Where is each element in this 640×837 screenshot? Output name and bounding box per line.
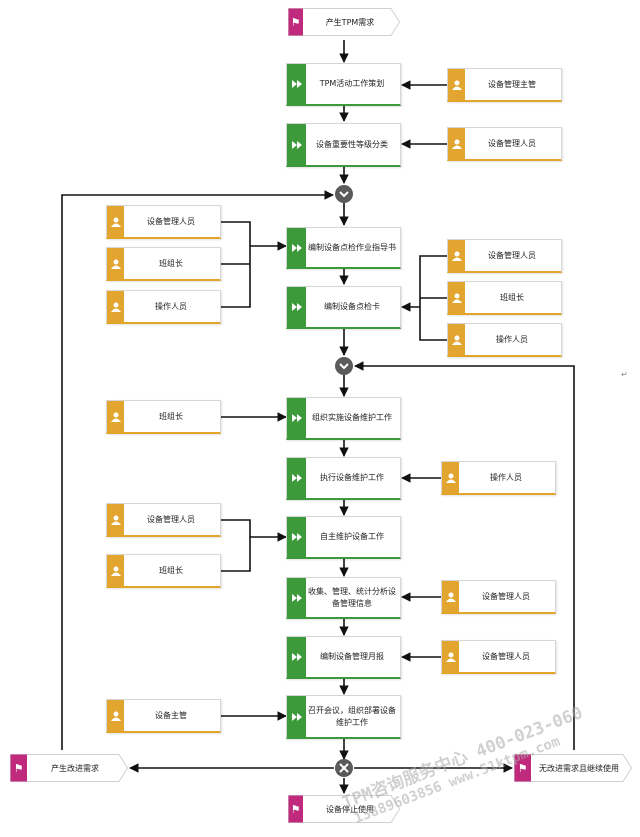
process-hold-meeting[interactable]: 召开会议，组织部署设备维护工作 bbox=[286, 695, 401, 739]
role-box[interactable]: 操作人员 bbox=[106, 290, 221, 324]
fast-forward-icon bbox=[287, 458, 306, 498]
process-collect-analyze-info[interactable]: 收集、管理、统计分析设备管理信息 bbox=[286, 577, 401, 619]
end-event-shape: ⚑ bbox=[288, 795, 400, 823]
role-label: 设备管理人员 bbox=[147, 216, 195, 226]
person-icon bbox=[107, 555, 124, 586]
role-box[interactable]: 班组长 bbox=[106, 247, 221, 281]
fast-forward-icon bbox=[287, 64, 306, 104]
process-inspection-guide[interactable]: 编制设备点检作业指导书 bbox=[286, 227, 401, 269]
person-icon bbox=[107, 700, 124, 731]
process-autonomous-maintenance[interactable]: 自主维护设备工作 bbox=[286, 516, 401, 559]
role-label: 操作人员 bbox=[490, 472, 522, 482]
role-label: 班组长 bbox=[159, 258, 183, 268]
fast-forward-icon bbox=[287, 228, 306, 267]
process-label: 自主维护设备工作 bbox=[320, 532, 384, 541]
role-box[interactable]: 操作人员 bbox=[447, 323, 562, 357]
person-icon bbox=[107, 206, 124, 237]
role-box[interactable]: 班组长 bbox=[447, 281, 562, 315]
process-label: 组织实施设备维护工作 bbox=[312, 413, 392, 422]
role-label: 班组长 bbox=[159, 565, 183, 575]
merge-gateway-1[interactable] bbox=[335, 185, 353, 203]
merge-gateway-2[interactable] bbox=[335, 357, 353, 375]
x-icon bbox=[339, 763, 349, 773]
connector-lines bbox=[61, 40, 575, 794]
person-icon bbox=[448, 240, 465, 271]
end-event-label: 设备停止使用 bbox=[326, 804, 374, 814]
role-label: 操作人员 bbox=[155, 301, 187, 311]
fast-forward-icon bbox=[287, 578, 306, 617]
person-icon bbox=[107, 291, 124, 322]
person-icon bbox=[448, 324, 465, 355]
role-box[interactable]: 设备管理人员 bbox=[441, 580, 556, 614]
start-event[interactable]: ⚑ 产生TPM需求 bbox=[288, 8, 400, 36]
improve-event-label: 产生改进需求 bbox=[51, 763, 99, 773]
person-icon bbox=[442, 581, 459, 612]
process-equipment-classification[interactable]: 设备重要性等级分类 bbox=[286, 123, 401, 167]
role-box[interactable]: 设备管理人员 bbox=[106, 205, 221, 239]
margin-mark: ↵ bbox=[621, 370, 628, 379]
svg-text:⚑: ⚑ bbox=[291, 803, 301, 816]
fast-forward-icon bbox=[287, 696, 306, 737]
process-label: 编制设备点检作业指导书 bbox=[308, 242, 396, 252]
role-label: 设备管理主管 bbox=[488, 79, 536, 89]
role-box[interactable]: 班组长 bbox=[106, 554, 221, 588]
role-box[interactable]: 设备管理人员 bbox=[106, 503, 221, 537]
role-box[interactable]: 设备主管 bbox=[106, 699, 221, 733]
person-icon bbox=[107, 401, 124, 432]
process-label: 收集、管理、统计分析设备管理信息 bbox=[308, 586, 396, 608]
role-box[interactable]: 设备管理主管 bbox=[447, 68, 562, 102]
person-icon bbox=[107, 248, 124, 279]
role-box[interactable]: 设备管理人员 bbox=[447, 239, 562, 273]
fast-forward-icon bbox=[287, 637, 306, 677]
end-event[interactable]: ⚑ 设备停止使用 bbox=[288, 795, 400, 823]
person-icon bbox=[442, 641, 459, 672]
role-box[interactable]: 设备管理人员 bbox=[441, 640, 556, 674]
svg-text:⚑: ⚑ bbox=[291, 16, 301, 29]
person-icon bbox=[448, 69, 465, 100]
process-organize-maintenance[interactable]: 组织实施设备维护工作 bbox=[286, 397, 401, 440]
role-label: 设备管理人员 bbox=[147, 514, 195, 524]
svg-text:⚑: ⚑ bbox=[14, 762, 24, 775]
person-icon bbox=[107, 504, 124, 535]
process-execute-maintenance[interactable]: 执行设备维护工作 bbox=[286, 457, 401, 500]
chevron-down-icon bbox=[339, 363, 349, 370]
fast-forward-icon bbox=[287, 398, 306, 438]
role-label: 设备管理人员 bbox=[482, 591, 530, 601]
fast-forward-icon bbox=[287, 124, 306, 165]
role-box[interactable]: 班组长 bbox=[106, 400, 221, 434]
svg-text:⚑: ⚑ bbox=[518, 762, 528, 775]
person-icon bbox=[442, 462, 459, 493]
fast-forward-icon bbox=[287, 287, 306, 327]
process-label: TPM活动工作策划 bbox=[319, 79, 385, 88]
role-label: 设备管理人员 bbox=[482, 651, 530, 661]
process-label: 召开会议，组织部署设备维护工作 bbox=[308, 705, 396, 727]
fast-forward-icon bbox=[287, 517, 306, 557]
process-tpm-planning[interactable]: TPM活动工作策划 bbox=[286, 63, 401, 106]
role-box[interactable]: 设备管理人员 bbox=[447, 127, 562, 161]
process-label: 设备重要性等级分类 bbox=[316, 139, 388, 149]
split-gateway[interactable] bbox=[335, 759, 353, 777]
process-inspection-card[interactable]: 编制设备点检卡 bbox=[286, 286, 401, 329]
role-label: 班组长 bbox=[159, 411, 183, 421]
start-event-label: 产生TPM需求 bbox=[325, 17, 375, 27]
continue-event-shape: ⚑ bbox=[514, 754, 632, 782]
continue-event[interactable]: ⚑ 无改进需求且继续使用 bbox=[514, 754, 632, 782]
process-label: 编制设备点检卡 bbox=[324, 302, 380, 311]
role-label: 设备管理人员 bbox=[488, 250, 536, 260]
person-icon bbox=[448, 128, 465, 159]
process-label: 执行设备维护工作 bbox=[320, 473, 384, 482]
start-event-shape: ⚑ bbox=[288, 8, 400, 36]
improve-event-shape: ⚑ bbox=[10, 754, 128, 782]
person-icon bbox=[448, 282, 465, 313]
improve-event[interactable]: ⚑ 产生改进需求 bbox=[10, 754, 128, 782]
role-label: 操作人员 bbox=[496, 334, 528, 344]
continue-event-label: 无改进需求且继续使用 bbox=[539, 763, 619, 773]
chevron-down-icon bbox=[339, 191, 349, 198]
role-label: 班组长 bbox=[500, 292, 524, 302]
process-label: 编制设备管理月报 bbox=[320, 652, 384, 661]
role-box[interactable]: 操作人员 bbox=[441, 461, 556, 495]
process-monthly-report[interactable]: 编制设备管理月报 bbox=[286, 636, 401, 679]
role-label: 设备主管 bbox=[155, 710, 187, 720]
role-label: 设备管理人员 bbox=[488, 138, 536, 148]
